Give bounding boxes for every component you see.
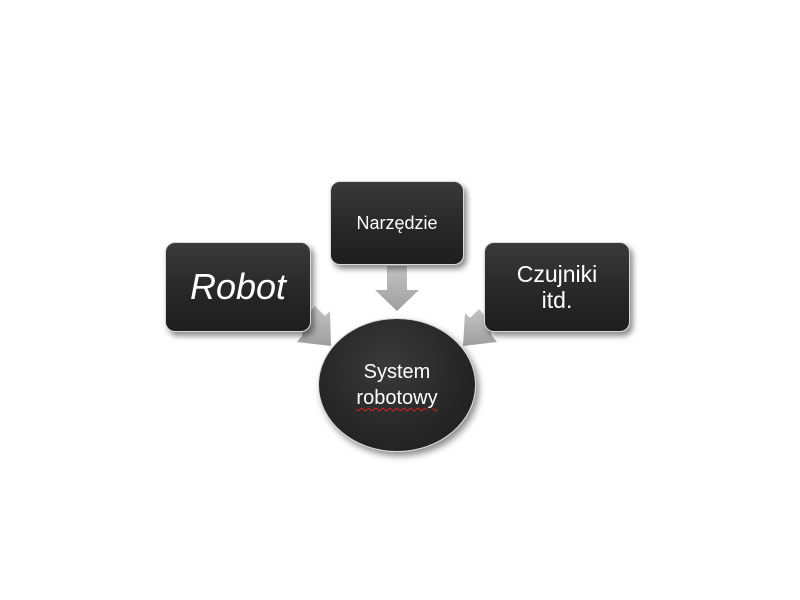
node-tool-label: Narzędzie (356, 212, 438, 233)
node-system-label-line2: robotowy (356, 387, 438, 409)
arrow-sensors-to-system (463, 309, 497, 346)
node-tool: Narzędzie (330, 181, 464, 265)
node-robot: Robot (165, 242, 311, 332)
arrow-tool-to-system (375, 266, 419, 311)
node-sensors: Czujniki itd. (484, 242, 630, 332)
node-system: System robotowy (318, 318, 476, 452)
node-system-label-line1: System (363, 361, 431, 383)
node-robot-label: Robot (189, 266, 287, 307)
node-sensors-label-line1: Czujniki (516, 261, 598, 287)
arrow-robot-to-system (297, 306, 331, 346)
node-sensors-label-line2: itd. (541, 287, 573, 313)
